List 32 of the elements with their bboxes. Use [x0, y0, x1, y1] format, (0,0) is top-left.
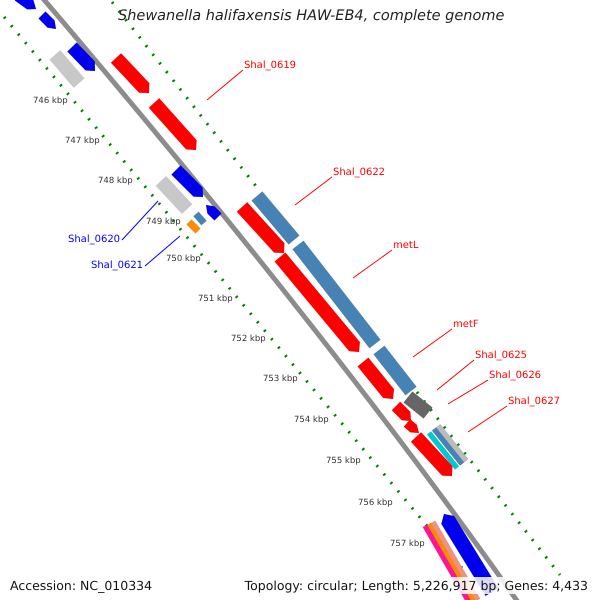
- gene-label: Shal_0621: [91, 260, 144, 272]
- gene-label: Shal_0619: [244, 60, 296, 72]
- gene-label: Shal_0622: [333, 167, 386, 179]
- gene-label: metF: [453, 319, 479, 331]
- tick-label: 748 kbp: [98, 176, 133, 186]
- leader-line: [412, 328, 452, 358]
- tick-label: 755 kbp: [326, 456, 361, 466]
- tick-label: 746 kbp: [33, 96, 68, 106]
- tick-label: 756 kbp: [358, 498, 393, 508]
- gene-label: Shal_0625: [475, 350, 528, 362]
- leader-line: [206, 70, 244, 100]
- leader-line: [294, 176, 332, 206]
- tick-label: 750 kbp: [166, 254, 201, 264]
- gene-label: Shal_0620: [68, 234, 120, 246]
- tick-label: 747 kbp: [65, 136, 100, 146]
- tick-label: 754 kbp: [294, 415, 329, 425]
- leader-line: [468, 406, 508, 432]
- tick-label: 749 kbp: [146, 217, 181, 227]
- tick-label: 752 kbp: [231, 334, 266, 344]
- gene-label: Shal_0626: [489, 370, 542, 382]
- tick-label: 757 kbp: [390, 539, 425, 549]
- tick-label: 753 kbp: [263, 374, 298, 384]
- leader-line: [436, 360, 474, 390]
- gene-label: metL: [393, 240, 418, 252]
- title: Shewanella halifaxensis HAW-EB4, complete genome: [118, 8, 504, 24]
- leader-line: [352, 250, 392, 278]
- footer-text: Topology: circular; Length: 5,226,917 bp; Genes: 4,433: [242, 577, 590, 594]
- leader-line: [122, 200, 158, 240]
- gene-label: Shal_0627: [508, 396, 560, 408]
- tick-label: 751 kbp: [198, 294, 233, 304]
- leader-line: [448, 380, 488, 404]
- leader-line: [144, 236, 180, 266]
